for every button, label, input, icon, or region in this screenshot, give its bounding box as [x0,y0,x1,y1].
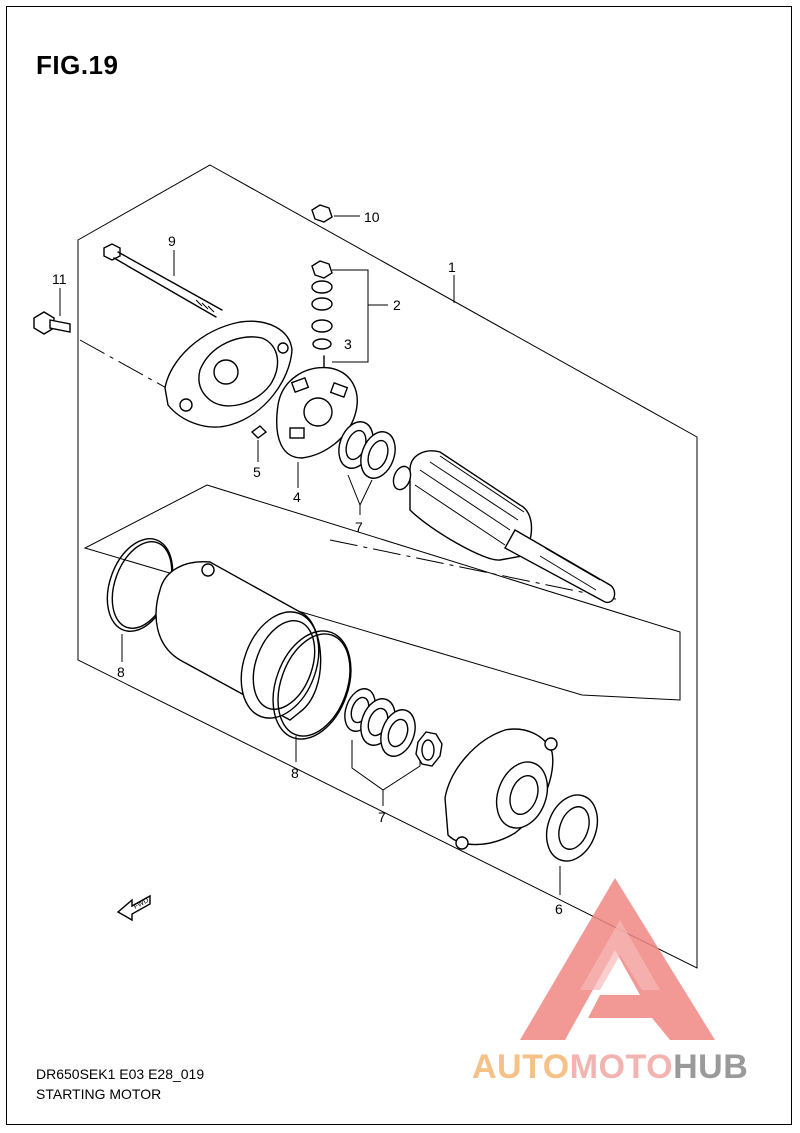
callout-4: 4 [293,489,301,505]
yoke-group-outline [83,484,681,701]
center-axis [79,339,621,601]
callout-1: 1 [448,259,456,275]
armature-part [392,450,616,604]
bolt-part-11 [33,311,71,335]
watermark-moto: MOTO [569,1048,674,1086]
callout-7-lower: 7 [378,809,386,825]
o-ring-part-8-right [272,630,352,740]
thrust-washers-part-7-lower [344,688,443,767]
front-end-cover [444,728,558,850]
washer-set-part-2 [311,260,333,350]
callout-8-left: 8 [117,664,125,680]
automotohub-logo [520,878,715,1040]
rear-end-cover [164,320,293,428]
long-bolt-part-9 [103,243,223,318]
clip-part-5 [250,425,268,439]
figure-title: FIG.19 [36,50,119,80]
callout-9: 9 [168,233,176,249]
yoke-housing [155,561,322,721]
nut-part-10 [311,204,333,223]
brush-holder-part-4 [276,366,358,459]
callout-6: 6 [555,901,563,917]
figure-code: DR650SEK1 E03 E28_019 [36,1066,205,1082]
figure-name: STARTING MOTOR [36,1086,162,1102]
thrust-washers-part-7-upper [338,421,396,479]
watermark-hub: HUB [673,1048,749,1086]
assembly-outline [77,164,698,969]
watermark-text: AUTOMOTOHUB [472,1048,748,1087]
page-border [6,6,792,1125]
callout-3: 3 [344,336,352,352]
watermark-auto: AUTO [472,1048,570,1086]
callout-10: 10 [364,209,380,225]
oil-seal-part-6 [545,794,599,862]
callout-11: 11 [52,271,67,287]
forward-arrow-icon: FWD [116,894,151,922]
callout-8-right: 8 [291,765,299,781]
callout-7-upper: 7 [355,519,363,535]
callout-5: 5 [253,464,261,480]
callout-2: 2 [393,297,401,313]
